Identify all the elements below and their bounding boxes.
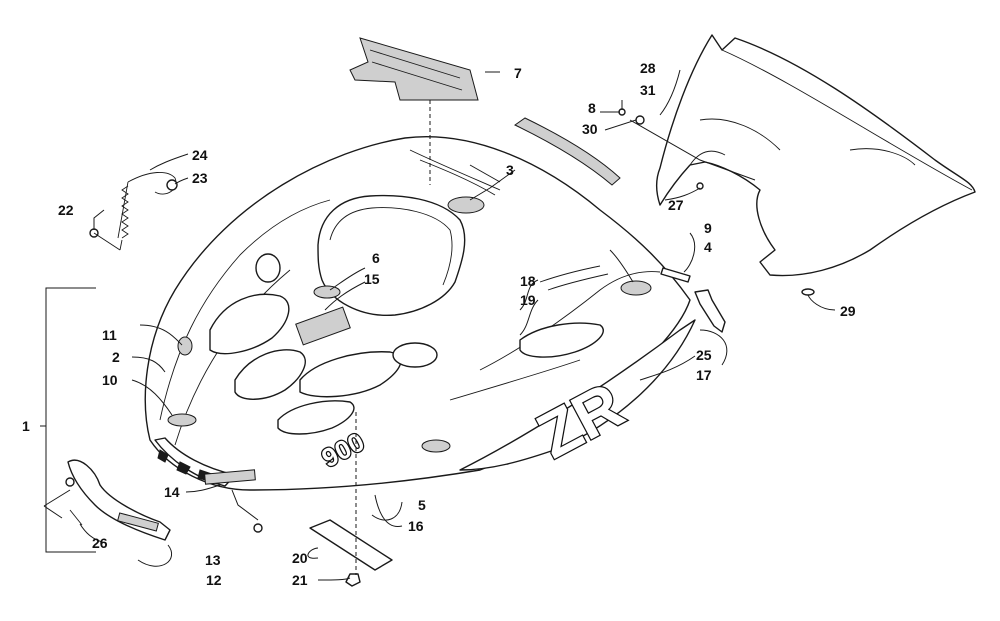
callout-18: 18 (520, 273, 536, 289)
callout-12: 12 (206, 572, 222, 588)
callout-26: 26 (92, 535, 108, 551)
callout-23: 23 (192, 170, 208, 186)
hood-badge-10 (167, 413, 197, 427)
hood-badge-6 (313, 285, 341, 299)
callout-31: 31 (640, 82, 656, 98)
hood-decal-14 (204, 469, 256, 485)
callout-16: 16 (408, 518, 424, 534)
callout-4: 4 (704, 239, 712, 255)
hood-decal-15 (295, 306, 351, 346)
hood: ZR 900 (144, 136, 696, 491)
callout-13: 13 (205, 552, 221, 568)
spring-assembly (89, 172, 178, 251)
callout-29: 29 (840, 303, 856, 319)
windshield (655, 34, 976, 277)
callout-1: 1 (22, 418, 30, 434)
hood-badge-4 (620, 280, 652, 296)
callout-25: 25 (696, 347, 712, 363)
small-parts (253, 108, 815, 587)
callout-22: 22 (58, 202, 74, 218)
visor-strip (514, 117, 621, 186)
callout-9: 9 (704, 220, 712, 236)
callout-21: 21 (292, 572, 308, 588)
top-decal (349, 37, 479, 101)
callout-2: 2 (112, 349, 120, 365)
callout-19: 19 (520, 292, 536, 308)
callout-3: 3 (506, 162, 514, 178)
callout-20: 20 (292, 550, 308, 566)
callout-8: 8 (588, 100, 596, 116)
callout-14: 14 (164, 484, 180, 500)
callout-27: 27 (668, 197, 684, 213)
hood-badge-5 (421, 439, 451, 453)
leader-lines (40, 69, 836, 581)
hood-badge-11 (177, 336, 193, 356)
callout-30: 30 (582, 121, 598, 137)
callout-17: 17 (696, 367, 712, 383)
callout-15: 15 (364, 271, 380, 287)
callout-28: 28 (640, 60, 656, 76)
callout-5: 5 (418, 497, 426, 513)
lower-bracket (65, 459, 171, 541)
callout-24: 24 (192, 147, 208, 163)
callout-labels: 1 2 3 4 5 6 7 8 9 10 11 12 13 14 15 16 1… (22, 60, 856, 588)
callout-10: 10 (102, 372, 118, 388)
hood-badge-3 (447, 196, 485, 214)
callout-7: 7 (514, 65, 522, 81)
callout-6: 6 (372, 250, 380, 266)
callout-11: 11 (102, 327, 117, 343)
